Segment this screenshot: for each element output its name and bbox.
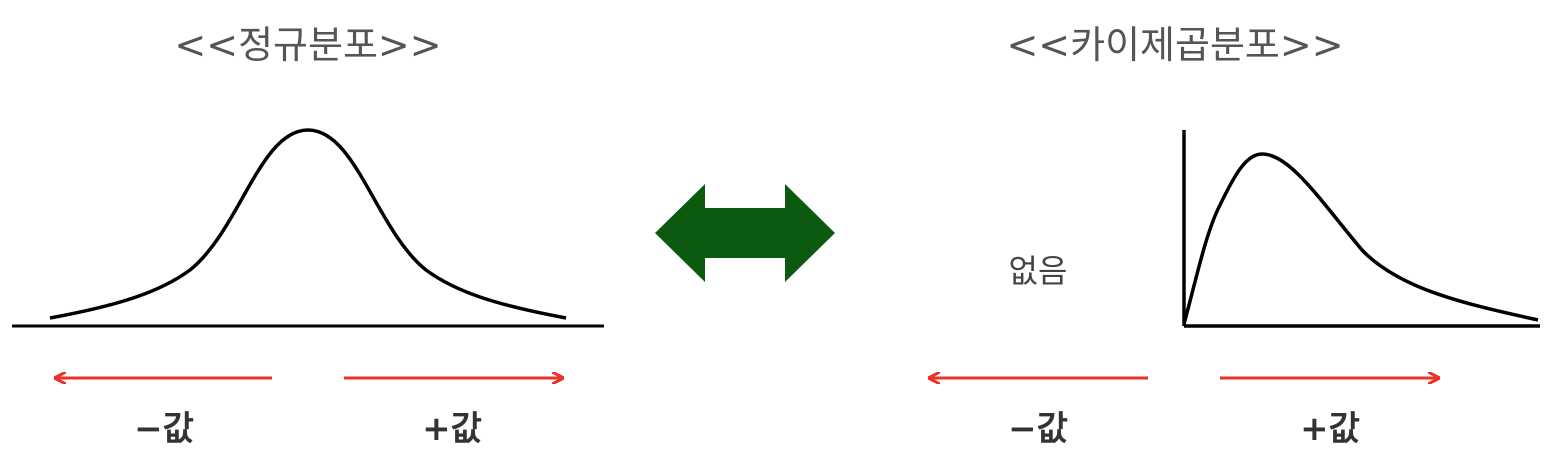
normal-negative-label: −값: [134, 409, 194, 449]
chi-square-curve: [1182, 152, 1539, 325]
normal-distribution-panel: <<정규분포>> −값 +값: [12, 23, 604, 449]
chi-square-none-label: 없음: [1009, 252, 1068, 290]
normal-curve: [49, 128, 567, 320]
chi-square-distribution-panel: <<카이제곱분포>> 없음 −값 +값: [930, 23, 1540, 449]
normal-distribution-title: <<정규분포>>: [174, 23, 441, 67]
normal-positive-label: +값: [422, 409, 482, 449]
chi-square-distribution-title: <<카이제곱분포>>: [1006, 23, 1343, 67]
double-arrow-icon: [655, 184, 835, 282]
chi-square-positive-label: +값: [1300, 409, 1360, 449]
chi-square-negative-label: −값: [1008, 409, 1068, 449]
